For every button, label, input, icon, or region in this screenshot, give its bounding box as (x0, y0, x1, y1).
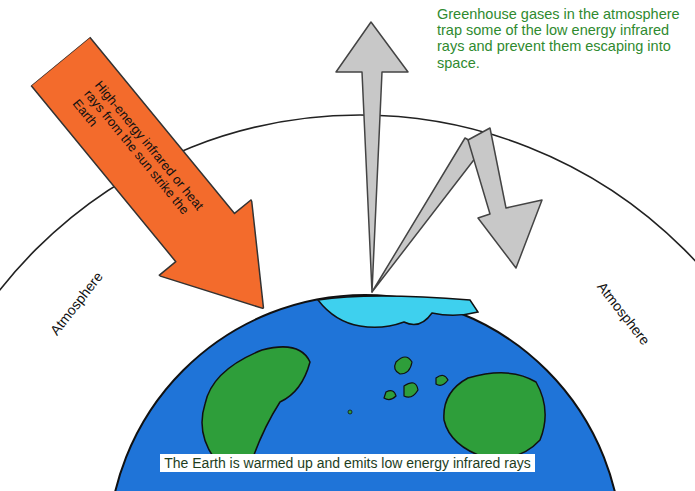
continent (202, 347, 310, 471)
earth (108, 295, 622, 491)
island (395, 357, 412, 374)
island (404, 383, 418, 397)
caption-patch: The Earth is warmed up and emits low ene… (160, 454, 535, 472)
island (348, 410, 352, 414)
arrow-shape (14, 23, 310, 346)
atmosphere-label: Atmosphere (37, 256, 117, 352)
island (384, 391, 396, 400)
sun-ray-arrow: High-energy infrared or heat rays from t… (14, 23, 310, 346)
atmosphere-label: Atmosphere (583, 266, 663, 362)
continent (444, 373, 545, 459)
emitted-ray (372, 138, 483, 292)
trapped-ray-arrow (468, 128, 542, 268)
greenhouse-note: Greenhouse gases in the atmosphere trap … (437, 6, 682, 71)
caption-text: The Earth is warmed up and emits low ene… (8, 456, 687, 472)
island (436, 375, 448, 385)
ice-cap (318, 296, 478, 327)
